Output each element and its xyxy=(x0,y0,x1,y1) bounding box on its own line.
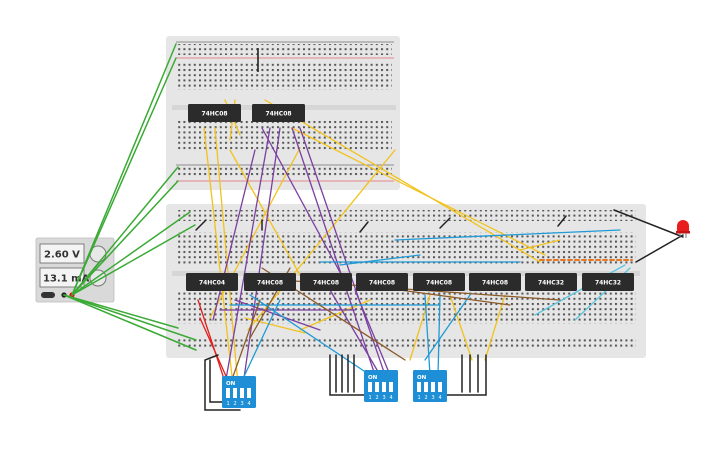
dip-1-toggle-4[interactable] xyxy=(247,388,251,398)
dip-3-num-2: 2 xyxy=(425,395,428,401)
main-chip-3-label: 74HC08 xyxy=(313,280,339,287)
dip-2-num-1: 1 xyxy=(369,395,372,401)
dip-2-num-3: 3 xyxy=(383,395,386,401)
blue-wires[interactable] xyxy=(229,229,621,386)
main-chip-3[interactable] xyxy=(300,273,352,291)
top-chips[interactable]: 74HC08 74HC08 xyxy=(188,104,305,122)
dip-1-num-2: 2 xyxy=(234,401,237,407)
dip-switch-2[interactable]: ON 1 2 3 4 xyxy=(364,370,398,402)
dip-1-num-4: 4 xyxy=(248,401,251,407)
main-chip-6-label: 74HC08 xyxy=(482,280,508,287)
purple-wires[interactable] xyxy=(212,127,391,386)
dip-2-num-2: 2 xyxy=(376,395,379,401)
dip-1-toggle-2[interactable] xyxy=(233,388,237,398)
dip-switch-1[interactable]: ON 1 2 3 4 xyxy=(222,376,256,408)
power-switch[interactable] xyxy=(41,292,55,298)
dip-switch-1-on-label: ON xyxy=(226,381,236,387)
main-chip-8-label: 74HC32 xyxy=(595,280,621,287)
dip-3-toggle-1[interactable] xyxy=(417,382,421,392)
dip-1-toggle-3[interactable] xyxy=(240,388,244,398)
main-chip-5-label: 74HC08 xyxy=(426,280,452,287)
dip-2-num-4: 4 xyxy=(390,395,393,401)
main-chip-2-label: 74HC08 xyxy=(257,280,283,287)
red-led[interactable] xyxy=(676,220,690,238)
dip-3-num-3: 3 xyxy=(432,395,435,401)
main-chip-5[interactable] xyxy=(413,273,465,291)
dip-2-toggle-4[interactable] xyxy=(389,382,393,392)
main-chip-8[interactable] xyxy=(582,273,634,291)
dip-switch-2-on-label: ON xyxy=(368,375,378,381)
dip-2-toggle-2[interactable] xyxy=(375,382,379,392)
dip-2-toggle-1[interactable] xyxy=(368,382,372,392)
dip-3-num-1: 1 xyxy=(418,395,421,401)
red-wires[interactable] xyxy=(197,299,231,386)
dip-2-toggle-3[interactable] xyxy=(382,382,386,392)
dip-3-toggle-4[interactable] xyxy=(438,382,442,392)
main-chip-4-label: 74HC08 xyxy=(369,280,395,287)
main-chip-6[interactable] xyxy=(469,273,521,291)
main-chip-7[interactable] xyxy=(525,273,577,291)
green-wires[interactable] xyxy=(63,43,197,351)
dip-3-num-4: 4 xyxy=(439,395,442,401)
black-wires[interactable] xyxy=(195,209,684,411)
main-chip-7-label: 74HC32 xyxy=(538,280,564,287)
voltage-text: 2.60 V xyxy=(44,250,80,261)
top-chip-2-label: 74HC08 xyxy=(265,111,291,118)
main-chip-4[interactable] xyxy=(356,273,408,291)
top-chip-2[interactable] xyxy=(252,104,305,122)
voltage-display xyxy=(39,243,85,264)
dip-3-toggle-2[interactable] xyxy=(424,382,428,392)
current-text: 13.1 mA xyxy=(43,274,90,285)
current-display xyxy=(39,267,85,288)
power-supply[interactable]: 2.60 V 13.1 mA xyxy=(35,237,115,303)
dip-switch-3-on-label: ON xyxy=(417,375,427,381)
main-chip-1[interactable] xyxy=(186,273,238,291)
dip-1-num-3: 3 xyxy=(241,401,244,407)
dip-1-num-1: 1 xyxy=(227,401,230,407)
dip-3-toggle-3[interactable] xyxy=(431,382,435,392)
main-chips[interactable]: 74HC04 74HC08 74HC08 74HC08 74HC08 74HC0… xyxy=(186,273,634,291)
dip-1-toggle-1[interactable] xyxy=(226,388,230,398)
dip-switch-3[interactable]: ON 1 2 3 4 xyxy=(413,370,447,402)
top-chip-1-label: 74HC08 xyxy=(201,111,227,118)
main-chip-1-label: 74HC04 xyxy=(199,280,225,287)
wires[interactable] xyxy=(63,43,684,411)
top-chip-1[interactable] xyxy=(188,104,241,122)
main-chip-2[interactable] xyxy=(244,273,296,291)
